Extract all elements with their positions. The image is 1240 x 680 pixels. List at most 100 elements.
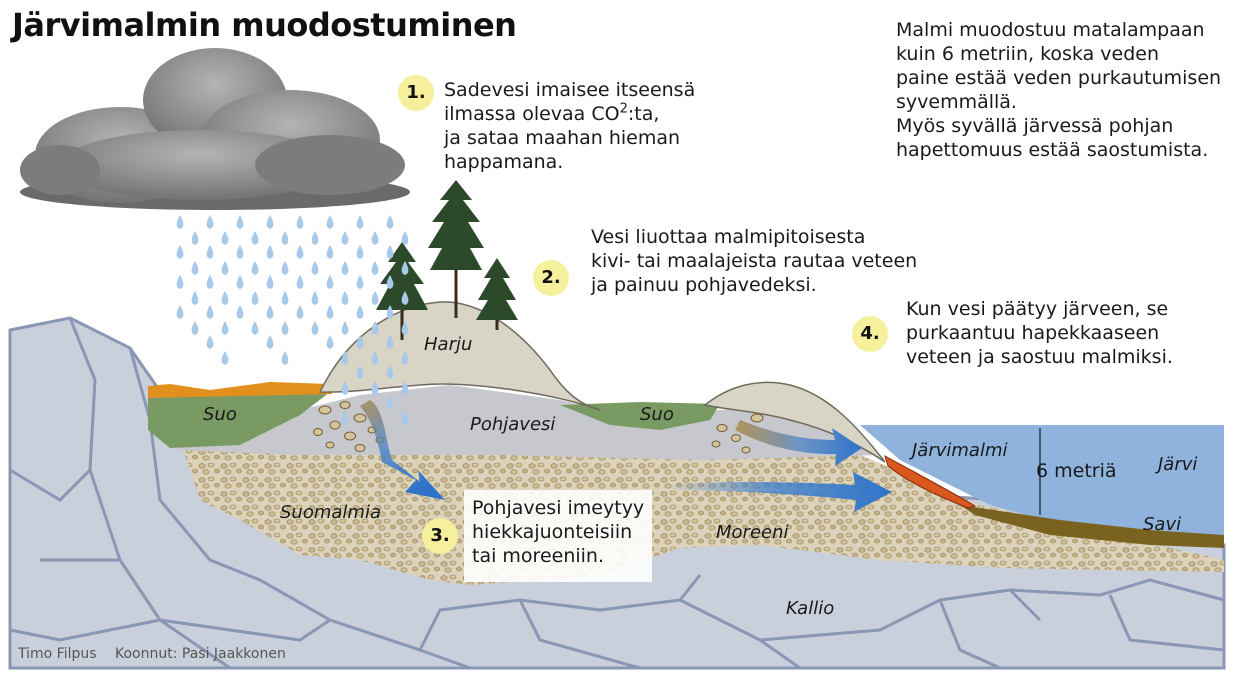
rain-drop-icon — [356, 365, 364, 379]
rain-drop-icon — [206, 335, 214, 349]
step-1-co2: ilmassa olevaa CO — [444, 103, 620, 125]
rain-drop-icon — [401, 231, 409, 245]
flow-arrows — [360, 400, 892, 512]
bog-left — [148, 392, 330, 448]
rain-drop-icon — [356, 215, 364, 229]
step-4-line: veteen ja saostuu malmiksi. — [906, 346, 1173, 368]
rain-drop-icon — [401, 261, 409, 275]
rain-drop-icon — [401, 321, 409, 335]
arrow-moraine — [665, 472, 892, 512]
rain-drop-icon — [326, 335, 334, 349]
step-2-line: kivi- tai maalajeista rautaa veteen — [591, 250, 918, 272]
rain-drop-icon — [281, 321, 289, 335]
rain-drop-icon — [401, 381, 409, 395]
rain-drop-icon — [221, 321, 229, 335]
rain-drop-icon — [251, 261, 259, 275]
rain-drop-icon — [221, 291, 229, 305]
rain-drop-icon — [191, 261, 199, 275]
intro-line: syvemmällä. — [896, 91, 1017, 113]
rain-drop-icon — [176, 275, 184, 289]
intro-line: Myös syvällä järvessä pohjan — [896, 115, 1174, 137]
rain-drop-icon — [356, 335, 364, 349]
label-kallio: Kallio — [786, 598, 834, 619]
rain-drop-icon — [206, 245, 214, 259]
rain-drop-icon — [386, 215, 394, 229]
rain-drop-icon — [266, 245, 274, 259]
rain-drop-icon — [386, 245, 394, 259]
rain-drop-icon — [176, 215, 184, 229]
cloud-icon — [20, 48, 410, 210]
rain-drop-icon — [341, 351, 349, 365]
label-savi: Savi — [1143, 514, 1181, 535]
step-1-ta: :ta, — [627, 103, 660, 125]
rain-drop-icon — [386, 335, 394, 349]
rain-drop-icon — [236, 245, 244, 259]
step-2-line: Vesi liuottaa malmipitoisesta — [591, 226, 866, 248]
tree-icons — [376, 180, 518, 340]
rain-drop-icon — [386, 395, 394, 409]
rain-drop-icon — [281, 351, 289, 365]
rain-drop-icon — [176, 245, 184, 259]
rain-drop-icon — [341, 231, 349, 245]
rain-drop-icon — [296, 305, 304, 319]
arrow-groundwater — [735, 420, 862, 466]
step-1-sup: 2 — [619, 101, 628, 117]
rain-drop-icon — [326, 245, 334, 259]
step-4-text: Kun vesi päätyy järveen, se purkaantuu h… — [906, 297, 1173, 369]
label-jarvi: Järvi — [1155, 454, 1197, 475]
page-title: Järvimalmin muodostuminen — [12, 6, 517, 44]
rain-drop-icon — [191, 231, 199, 245]
rain-drop-icon — [281, 231, 289, 245]
label-jarvimalmi: Järvimalmi — [909, 440, 1008, 461]
step-1-badge: 1. — [398, 75, 434, 111]
rain-drop-icon — [311, 261, 319, 275]
step-4-line: purkaantuu hapekkaaseen — [906, 322, 1160, 344]
rain-drop-icon — [176, 305, 184, 319]
pine-tree-icon — [428, 180, 484, 318]
rain-drop-icon — [341, 321, 349, 335]
label-suomalmia: Suomalmia — [280, 502, 381, 523]
step-2-line: ja painuu pohjavedeksi. — [591, 274, 817, 296]
step-2-text: Vesi liuottaa malmipitoisesta kivi- tai … — [591, 225, 917, 297]
rain-drop-icon — [311, 231, 319, 245]
rain-drop-icon — [326, 215, 334, 229]
rain-drop-icon — [371, 321, 379, 335]
step-4-line: Kun vesi päätyy järveen, se — [906, 298, 1169, 320]
second-hill — [703, 381, 886, 463]
intro-line: kuin 6 metriin, koska veden — [896, 43, 1160, 65]
step-1-text: Sadevesi imaisee itseensä ilmassa olevaa… — [444, 78, 695, 174]
rain-drop-icon — [326, 305, 334, 319]
step-4-badge: 4. — [852, 316, 888, 352]
lake-ore — [884, 454, 977, 509]
rain-drop-icon — [371, 261, 379, 275]
rain-drop-icon — [266, 335, 274, 349]
rain-drop-icon — [251, 321, 259, 335]
step-1-line: ja sataa maahan hieman — [444, 127, 681, 149]
rain-drop-icon — [281, 261, 289, 275]
rain-drop-icon — [236, 305, 244, 319]
rain-drop-icon — [356, 245, 364, 259]
rain-drop-icon — [356, 305, 364, 319]
intro-note: Malmi muodostuu matalampaan kuin 6 metri… — [896, 18, 1221, 162]
label-pohjavesi: Pohjavesi — [470, 414, 555, 435]
rain-drop-icon — [206, 215, 214, 229]
rain-drop-icon — [341, 291, 349, 305]
rain-drop-icon — [356, 275, 364, 289]
rain-drop-icon — [236, 275, 244, 289]
rain-drop-icon — [311, 321, 319, 335]
rain-drop-icon — [401, 351, 409, 365]
bog-right — [560, 402, 720, 430]
rain-drop-icon — [281, 291, 289, 305]
label-suo-right: Suo — [640, 404, 674, 425]
rain-drop-icon — [341, 381, 349, 395]
rain-drop-icon — [371, 351, 379, 365]
rain-drop-icon — [386, 275, 394, 289]
step-3-line: hiekkajuonteisiin — [472, 521, 633, 543]
step-3-badge: 3. — [422, 518, 458, 554]
label-moreeni: Moreeni — [716, 522, 789, 543]
rain-drop-icon — [266, 215, 274, 229]
intro-line: hapettomuus estää saostumista. — [896, 139, 1209, 161]
rain-drop-icon — [191, 291, 199, 305]
credit-compiled: Koonnut: Pasi Jaakkonen — [115, 646, 286, 662]
